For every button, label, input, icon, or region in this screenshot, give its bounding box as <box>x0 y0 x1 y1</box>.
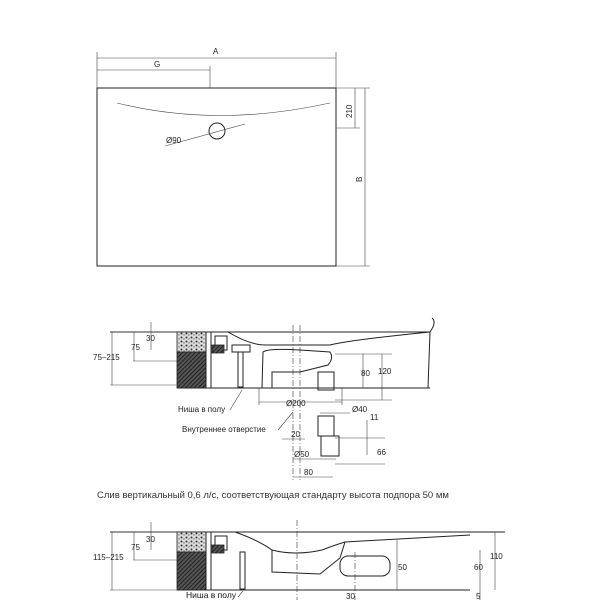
horizontal-drain-pipe <box>339 555 391 577</box>
dim-75: 75 <box>131 343 140 352</box>
tray-outline <box>96 87 337 267</box>
drain-leader <box>164 123 246 147</box>
dim-d50: Ø50 <box>294 450 310 459</box>
plan-view: Ø90 A G 210 B <box>96 47 370 267</box>
dim-80b: 80 <box>304 468 313 477</box>
dim-60-2: 60 <box>474 563 483 572</box>
dim-50-2: 50 <box>398 563 407 572</box>
dim-d200: Ø200 <box>286 399 306 408</box>
drain-body <box>261 348 333 389</box>
dim-b: B <box>355 177 364 182</box>
drain-hole <box>208 122 226 140</box>
dim-110-2: 110 <box>490 552 503 561</box>
section-vertical-drain: Ø200 Ø40 80 120 11 66 20 Ø50 80 75–215 7… <box>93 317 435 480</box>
label-niche: Ниша в полу <box>178 405 225 414</box>
dim-120: 120 <box>378 367 392 376</box>
dim-30: 30 <box>146 334 155 343</box>
section-horizontal-drain: 50 60 110 5 30 115–215 75 30 Ниша в полу <box>93 520 505 600</box>
dim-75-2: 75 <box>131 543 140 552</box>
tray-slope-curve <box>116 102 331 116</box>
dim-a: A <box>213 47 219 56</box>
dim-75-215: 75–215 <box>93 353 120 362</box>
dim-20: 20 <box>291 430 300 439</box>
dim-30b-2: 30 <box>346 592 355 600</box>
dim-66: 66 <box>377 448 386 457</box>
dim-11: 11 <box>370 413 379 422</box>
dim-115-215: 115–215 <box>93 553 124 562</box>
label-inner-hole: Внутреннее отверстие <box>182 425 266 434</box>
dim-g: G <box>154 60 160 69</box>
dim-210: 210 <box>345 104 354 118</box>
dim-d40: Ø40 <box>352 405 368 414</box>
caption: Слив вертикальный 0,6 л/с, соответствующ… <box>97 490 449 501</box>
dim-5-2: 5 <box>476 592 481 600</box>
dim-80: 80 <box>361 369 370 378</box>
label-niche-2: Ниша в полу <box>186 590 237 600</box>
dim-30-2: 30 <box>146 535 155 544</box>
dim-drain-diameter: Ø90 <box>166 136 182 145</box>
